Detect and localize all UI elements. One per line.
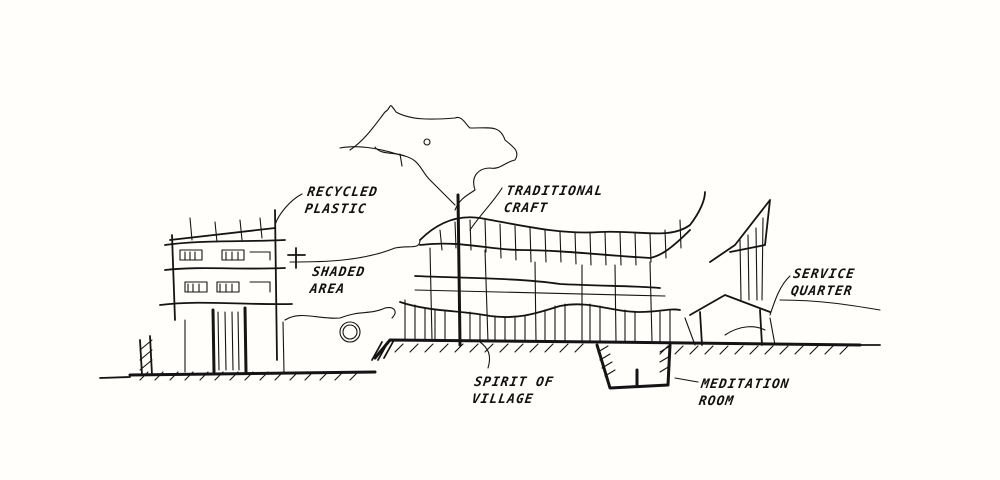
label-line2: ROOM [697, 394, 736, 409]
label-line2: PLASTIC [303, 202, 368, 217]
ground-line [99, 338, 881, 381]
left-retaining-wall [139, 335, 153, 376]
service-quarter-building [684, 199, 776, 346]
left-building [159, 209, 293, 374]
label-service-quarter: SERVICE QUARTER [790, 266, 857, 300]
label-line1: SERVICE [792, 267, 857, 282]
label-line2: AREA [308, 282, 347, 297]
cloud-outline [339, 105, 518, 211]
label-line2: VILLAGE [470, 392, 535, 407]
label-line1: TRADITIONAL [505, 184, 605, 199]
leader-lines [274, 187, 881, 383]
label-line1: RECYCLED [306, 185, 379, 200]
label-line1: MEDITATION [700, 377, 791, 392]
meditation-room [595, 343, 672, 390]
label-shaded-area: SHADED AREA [309, 264, 367, 298]
label-line1: SPIRIT OF [473, 375, 555, 390]
label-traditional-craft: TRADITIONAL CRAFT [503, 183, 605, 217]
label-line2: QUARTER [789, 284, 854, 299]
label-meditation-room: MEDITATION ROOM [698, 376, 791, 410]
shaded-area-canopy [284, 239, 421, 343]
label-line2: CRAFT [502, 201, 550, 216]
label-recycled-plastic: RECYCLED PLASTIC [304, 184, 379, 218]
label-line1: SHADED [311, 265, 367, 280]
label-spirit-of-village: SPIRIT OF VILLAGE [471, 374, 555, 408]
central-building [399, 191, 706, 347]
